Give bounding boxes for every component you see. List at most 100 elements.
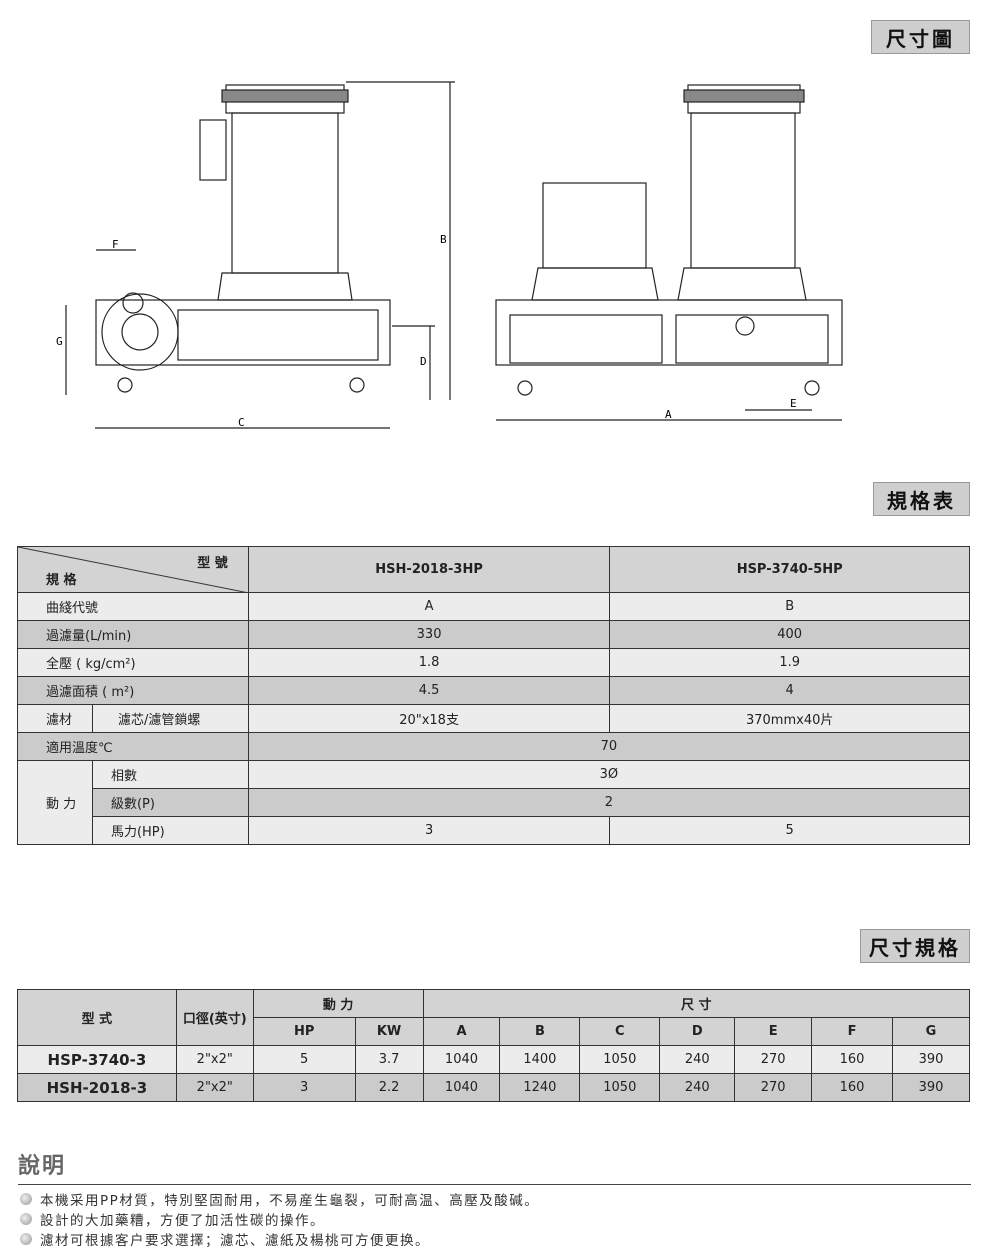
cell: 2"x2": [175, 1045, 254, 1074]
cell: 4: [609, 676, 970, 705]
cell: 70: [247, 732, 971, 761]
row-label: 全壓 ( kg/cm²): [17, 648, 249, 677]
note-item: 濾材可根據客户要求選擇；濾芯、濾紙及楊桃可方便更换。: [20, 1229, 971, 1249]
cell: 240: [659, 1045, 736, 1074]
label-e: E: [790, 397, 797, 410]
label-a: A: [665, 408, 672, 421]
model-header: HSP-3740-5HP: [609, 546, 970, 593]
header-power: 動 力: [252, 989, 424, 1018]
cell: B: [609, 592, 970, 621]
cell: 390: [892, 1073, 970, 1102]
row-label: 曲綫代號: [17, 592, 249, 621]
label-f: F: [112, 238, 119, 251]
cell: 1.9: [609, 648, 970, 677]
section-title-spec-table: 規格表: [873, 482, 970, 516]
notes-section: 說明 本機采用PP材質，特別堅固耐用，不易産生龜裂，可耐高温、高壓及酸碱。 設計…: [18, 1148, 971, 1249]
group-label: 動 力: [17, 760, 93, 845]
corner-bottom-label: 規 格: [46, 573, 77, 588]
note-text: 濾材可根據客户要求選擇；濾芯、濾紙及楊桃可方便更换。: [40, 1233, 430, 1249]
header-b: B: [499, 1017, 581, 1046]
header-port: 口徑(英寸): [175, 989, 254, 1046]
cell: HSP-3740-3: [17, 1045, 177, 1074]
cell: 270: [734, 1073, 813, 1102]
cell: 20"x18支: [247, 704, 611, 733]
cell: 3.7: [354, 1045, 424, 1074]
cell: 1240: [499, 1073, 581, 1102]
header-g: G: [892, 1017, 970, 1046]
spec-corner-cell: 型 號 規 格: [17, 546, 249, 593]
cell: 1400: [499, 1045, 581, 1074]
note-text: 本機采用PP材質，特別堅固耐用，不易産生龜裂，可耐高温、高壓及酸碱。: [40, 1193, 540, 1209]
header-e: E: [734, 1017, 813, 1046]
cell: 3Ø: [247, 760, 971, 789]
header-c: C: [579, 1017, 661, 1046]
cell: 400: [609, 620, 970, 649]
spec-row: 級數(P)2: [17, 788, 971, 817]
dimension-drawing: [65, 81, 843, 429]
header-d: D: [659, 1017, 736, 1046]
header-a: A: [422, 1017, 501, 1046]
section-title-dimension-table: 尺寸規格: [860, 929, 970, 963]
note-item: 設計的大加藥糟，方便了加活性碳的操作。: [20, 1209, 971, 1229]
cell: 3: [252, 1073, 356, 1102]
cell: 2"x2": [175, 1073, 254, 1102]
cell: A: [247, 592, 611, 621]
header-kw: KW: [354, 1017, 424, 1046]
cell: 5: [609, 816, 970, 845]
header-f: F: [811, 1017, 893, 1046]
cell: 1040: [422, 1045, 501, 1074]
cell: HSH-2018-3: [17, 1073, 177, 1102]
cell: 270: [734, 1045, 813, 1074]
cell: 1040: [422, 1073, 501, 1102]
bullet-icon: [20, 1233, 32, 1245]
header-model: 型 式: [17, 989, 177, 1046]
row-label: 馬力(HP): [91, 816, 249, 845]
bullet-icon: [20, 1213, 32, 1225]
label-g: G: [56, 335, 63, 348]
cell: 3: [247, 816, 611, 845]
cell: 370mmx40片: [609, 704, 970, 733]
row-label: 適用溫度℃: [17, 732, 249, 761]
row-label: 過濾面積 ( m²): [17, 676, 249, 705]
cell: 1050: [579, 1045, 661, 1074]
cell: 4.5: [247, 676, 611, 705]
label-d: D: [420, 355, 427, 368]
cell: 1050: [579, 1073, 661, 1102]
header-hp: HP: [252, 1017, 356, 1046]
row-label: 級數(P): [91, 788, 249, 817]
notes-title: 說明: [18, 1148, 971, 1185]
cell: 2: [247, 788, 971, 817]
cell: 5: [252, 1045, 356, 1074]
model-header: HSH-2018-3HP: [247, 546, 611, 593]
group-label: 濾材: [17, 704, 93, 733]
section-title-dimension-drawing: 尺寸圖: [871, 20, 970, 54]
note-item: 本機采用PP材質，特別堅固耐用，不易産生龜裂，可耐高温、高壓及酸碱。: [20, 1189, 971, 1209]
cell: 390: [892, 1045, 970, 1074]
cell: 160: [811, 1073, 893, 1102]
cell: 240: [659, 1073, 736, 1102]
cell: 160: [811, 1045, 893, 1074]
dimension-labels: C A B D E F G: [56, 233, 797, 429]
header-size: 尺 寸: [422, 989, 971, 1018]
note-text: 設計的大加藥糟，方便了加活性碳的操作。: [40, 1213, 325, 1229]
row-label: 濾芯/濾管鎖螺: [91, 704, 249, 733]
label-b: B: [440, 233, 447, 246]
cell: 2.2: [354, 1073, 424, 1102]
row-label: 相數: [91, 760, 249, 789]
label-c: C: [238, 416, 245, 429]
corner-top-label: 型 號: [197, 556, 228, 571]
cell: 1.8: [247, 648, 611, 677]
bullet-icon: [20, 1193, 32, 1205]
